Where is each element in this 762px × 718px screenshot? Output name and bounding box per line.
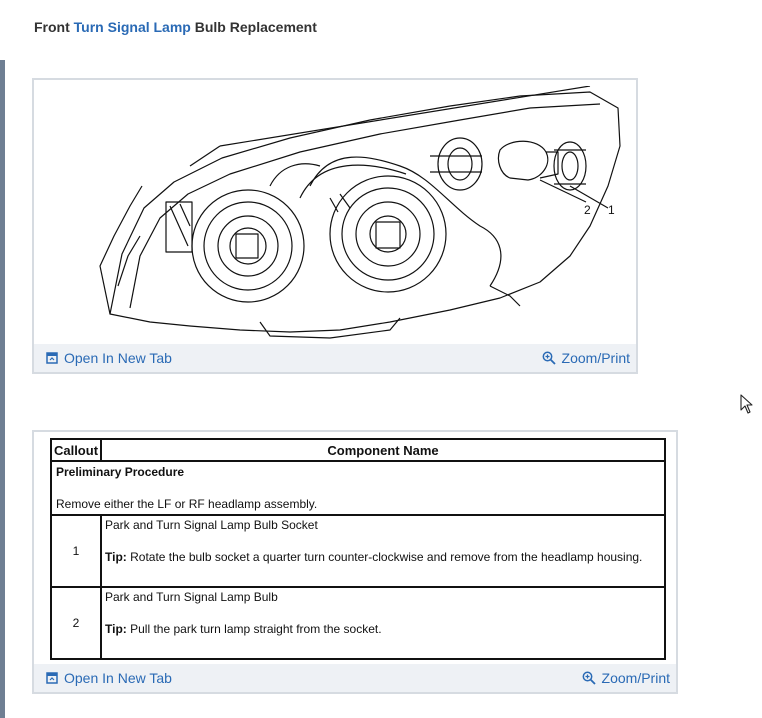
open-in-new-tab-link[interactable]: Open In New Tab <box>46 670 172 686</box>
callout-2-label: 2 <box>584 203 591 217</box>
row-component-name: Park and Turn Signal Lamp Bulb Socket <box>105 518 318 532</box>
preliminary-cell: Preliminary Procedure Remove either the … <box>50 460 666 516</box>
page-title: Front Turn Signal Lamp Bulb Replacement <box>34 19 317 35</box>
open-in-new-tab-label: Open In New Tab <box>64 670 172 686</box>
zoom-print-label: Zoom/Print <box>601 670 670 686</box>
row-component-cell: Park and Turn Signal Lamp Bulb Tip: Pull… <box>100 586 666 660</box>
preliminary-row: Preliminary Procedure Remove either the … <box>50 460 666 516</box>
header-component-name: Component Name <box>100 438 666 462</box>
table-row: 2 Park and Turn Signal Lamp Bulb Tip: Pu… <box>50 586 666 660</box>
procedure-card-footer: Open In New Tab Zoom/Print <box>34 664 676 692</box>
open-in-new-tab-link[interactable]: Open In New Tab <box>46 350 172 366</box>
table-row: 1 Park and Turn Signal Lamp Bulb Socket … <box>50 514 666 588</box>
header-callout: Callout <box>50 438 102 462</box>
tip-text: Pull the park turn lamp straight from th… <box>126 622 382 636</box>
title-highlight-link[interactable]: Turn Signal Lamp <box>73 19 191 35</box>
zoom-print-link[interactable]: Zoom/Print <box>582 670 670 686</box>
row-component-cell: Park and Turn Signal Lamp Bulb Socket Ti… <box>100 514 666 588</box>
table-header-row: Callout Component Name <box>50 438 666 462</box>
row-tip: Tip: Rotate the bulb socket a quarter tu… <box>105 550 642 564</box>
headlamp-diagram: 2 1 <box>99 86 621 339</box>
figure-card-footer: Open In New Tab Zoom/Print <box>34 344 636 372</box>
zoom-icon <box>542 351 556 365</box>
tip-label: Tip: <box>105 550 127 564</box>
title-prefix: Front <box>34 19 70 35</box>
open-tab-icon <box>46 352 58 364</box>
zoom-print-link[interactable]: Zoom/Print <box>542 350 630 366</box>
row-callout: 1 <box>50 514 102 588</box>
open-in-new-tab-label: Open In New Tab <box>64 350 172 366</box>
preliminary-heading: Preliminary Procedure <box>56 465 185 479</box>
zoom-print-label: Zoom/Print <box>561 350 630 366</box>
window-left-edge <box>0 60 5 718</box>
tip-text: Rotate the bulb socket a quarter turn co… <box>126 550 643 564</box>
figure-card: 2 1 Open In New Tab Zoom/Print <box>32 78 638 374</box>
open-tab-icon <box>46 672 58 684</box>
tip-label: Tip: <box>105 622 127 636</box>
row-tip: Tip: Pull the park turn lamp straight fr… <box>105 622 382 636</box>
title-suffix: Bulb Replacement <box>194 19 317 35</box>
mouse-cursor-icon <box>740 394 753 414</box>
preliminary-text: Remove either the LF or RF headlamp asse… <box>56 497 318 511</box>
callout-1-label: 1 <box>608 203 615 217</box>
row-component-name: Park and Turn Signal Lamp Bulb <box>105 590 278 604</box>
procedure-card: Callout Component Name Preliminary Proce… <box>32 430 678 694</box>
zoom-icon <box>582 671 596 685</box>
procedure-table: Callout Component Name Preliminary Proce… <box>50 438 666 660</box>
row-callout: 2 <box>50 586 102 660</box>
